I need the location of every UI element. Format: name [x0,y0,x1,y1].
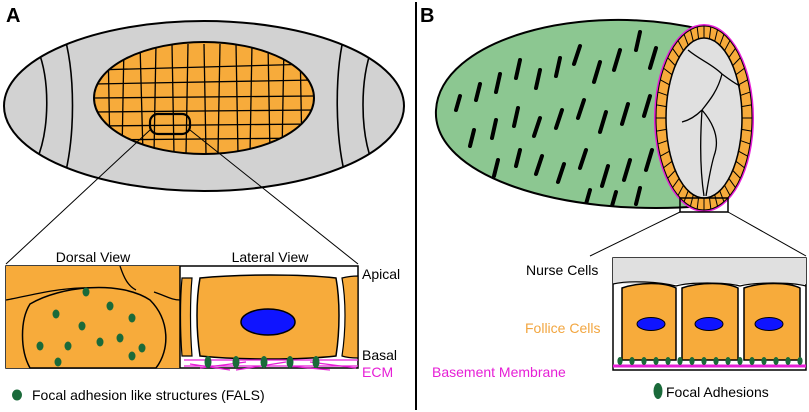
zoom-line-left [5,129,151,265]
highlighted-cell [148,112,192,136]
dorsal-view-label: Dorsal View [56,249,131,265]
follicle-cell-boundary [672,48,680,58]
follicle-cell-boundary [657,140,668,145]
follicle-cell-boundary [696,26,700,39]
follicle-cell-boundaries [656,26,752,210]
nurse-cell-band [613,258,806,284]
focal-adhesions-legend-symbol [653,383,663,399]
inset-focal-adhesions [617,357,803,365]
follicle-cell-boundary [740,91,751,96]
fals-legend-text: Focal adhesion like structures (FALS) [32,387,265,403]
follicle-nucleus-2 [694,317,724,331]
follicle-cell-boundary [663,160,673,169]
follicle-cell-boundary [663,67,673,76]
nurse-cells-label: Nurse Cells [526,262,598,278]
follicle-cell-boundary [689,194,694,207]
follicle-cell-boundary [656,128,667,132]
panel-b-letter: B [420,5,434,27]
follicle-cell-boundary [724,185,731,196]
follicle-cell-boundary [689,29,694,42]
follicle-nucleus-1 [636,317,666,331]
follicle-cell-boundary [696,197,700,210]
follicle-cell-boundary [677,40,684,51]
lateral-neighbor-right [341,275,359,359]
follicle-cell-boundary [735,67,745,76]
follice-cells-label: Follice Cells [525,320,600,336]
follicle-cell-boundary [740,140,751,145]
follicle-cell-boundary [724,40,731,51]
focal-adhesion-streaks [454,30,658,208]
zoom-line-b-right [727,211,807,257]
follicle-cell-boundary [683,190,689,202]
follicle-cell-boundary [683,34,689,46]
highlighted-segment [679,197,729,213]
ecm-fibers [184,359,358,371]
follicle-cell-boundary [719,190,725,202]
follicle-cell-boundary [732,170,741,179]
follicle-cell-boundary [656,104,667,108]
follicle-cell-boundary [732,57,741,66]
follicle-cell-boundary [708,197,712,210]
follicle-cell-boundary [741,104,752,108]
nurse-cell-region [665,37,743,199]
follicle-cell-boundary [735,160,745,169]
follicle-cell-boundary [667,170,676,179]
ecm-label: ECM [362,364,393,380]
zoom-line-right [189,129,359,265]
follicle-cell-boundary [672,178,680,188]
panel-a-letter: A [6,5,20,27]
follicle-nucleus-3 [754,317,784,331]
follicle-cell-boundary [728,48,736,58]
follicle-cell-boundary [728,178,736,188]
follicle-cell-boundary [708,26,712,39]
follicle-cell-boundary [741,128,752,132]
apical-label: Apical [362,266,400,282]
dorsal-view: Dorsal View [6,249,180,369]
follicle-cell-boundary [677,185,684,196]
lateral-fals [204,356,320,368]
zoom-line-b-left [589,211,681,257]
lateral-neighbor-left [179,277,193,357]
follicle-cell-boundary [657,91,668,96]
focal-adhesions-legend-text: Focal Adhesions [666,384,769,400]
follicle-cell-boundary [660,79,670,86]
basal-label: Basal [362,347,397,363]
follicle-cell-boundary [714,194,719,207]
basement-membrane-label: Basement Membrane [432,364,566,380]
panel-a: A [3,5,405,403]
follicle-cell-boundary [660,150,670,157]
lateral-view-label: Lateral View [232,249,310,265]
nurse-cell-boundaries [681,49,741,197]
dorsal-fals-dots [36,287,146,367]
dorsal-cell [21,286,167,369]
follicle-cell-boundary [667,57,676,66]
follicle-cell-boundary [738,79,748,86]
lateral-view: Lateral View [179,249,359,371]
fals-legend-symbol [12,389,22,401]
nucleus [240,308,296,336]
follicle-cell-boundary [719,34,725,46]
follicle-cell-boundary [714,29,719,42]
panel-b: B [420,5,807,400]
egg-chamber-body [434,18,705,209]
follicle-cell-boundary [738,150,748,157]
